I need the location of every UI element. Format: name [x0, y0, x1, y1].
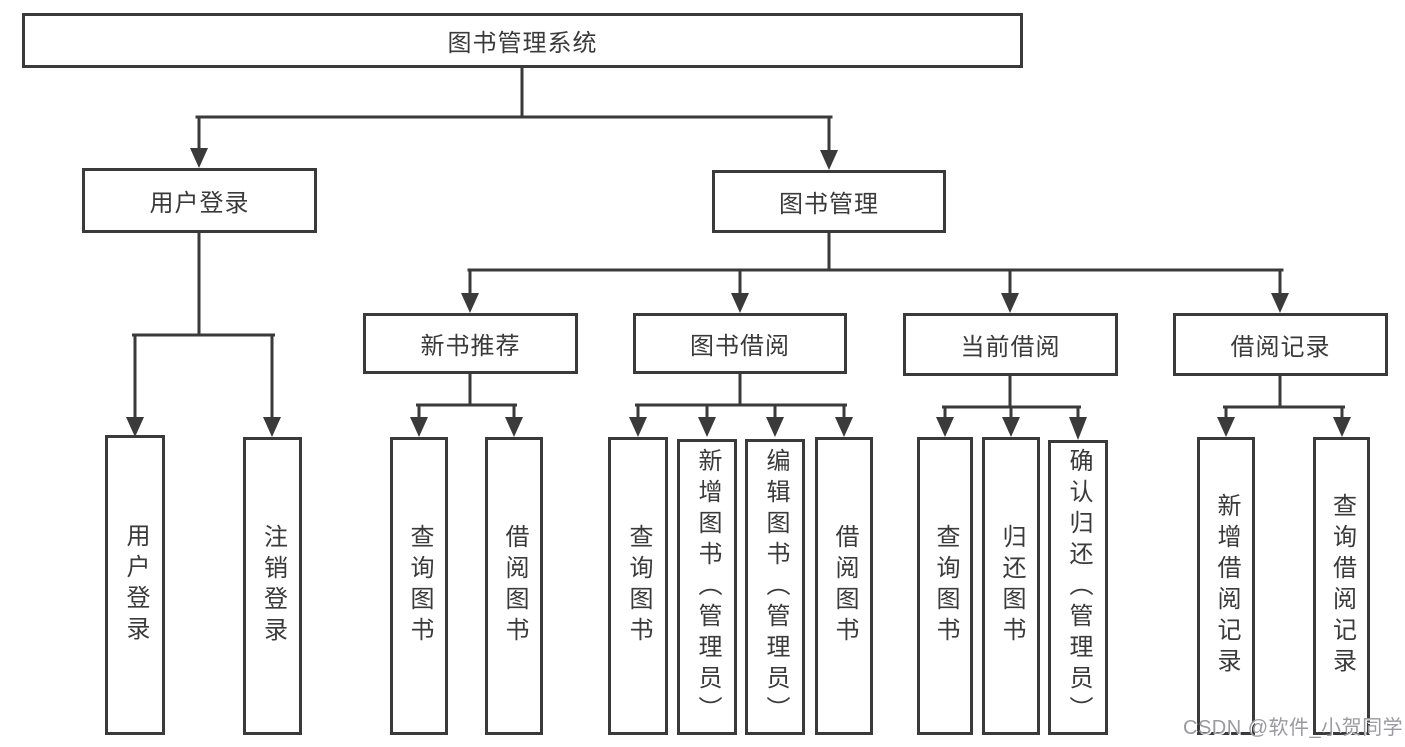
- edge-current-borrow-to-leaves: [936, 374, 1087, 440]
- leaf-current-return-books: 归还图书: [982, 437, 1040, 735]
- leaf-borrow-borrow-books: 借阅图书: [815, 437, 873, 735]
- leaf-rec-borrow-books: 借阅图书: [485, 437, 543, 735]
- node-borrow-records-label: 借阅记录: [1230, 334, 1331, 361]
- leaf-current-confirm-return-admin: 确认归还（管理员）: [1048, 440, 1108, 735]
- leaf-logout: 注销登录: [243, 437, 302, 735]
- leaf-rec-query-books: 查询图书: [390, 437, 448, 735]
- node-user-login-group-label: 用户登录: [149, 190, 250, 217]
- csdn-watermark: CSDN @软件_小贺同学: [1183, 717, 1404, 739]
- leaf-current-query-books: 查询图书: [917, 437, 973, 735]
- leaf-borrow-query-books: 查询图书: [608, 437, 668, 735]
- node-book-mgmt-group: 图书管理: [712, 170, 946, 233]
- node-root-label: 图书管理系统: [447, 30, 598, 57]
- leaf-borrow-borrow-books-label: 借阅图书: [831, 524, 858, 648]
- edge-user-login-to-leaves: [126, 231, 281, 437]
- leaf-logout-label: 注销登录: [259, 524, 287, 648]
- leaf-records-query-record-label: 查询借阅记录: [1328, 493, 1356, 679]
- node-new-book-rec: 新书推荐: [363, 313, 578, 374]
- node-current-borrow: 当前借阅: [903, 313, 1118, 376]
- leaf-rec-borrow-books-label: 借阅图书: [501, 524, 528, 648]
- node-book-mgmt-group-label: 图书管理: [779, 191, 879, 218]
- node-book-borrow-label: 图书借阅: [690, 333, 790, 360]
- leaf-current-query-books-label: 查询图书: [932, 524, 959, 648]
- leaf-current-confirm-return-admin-label: 确认归还（管理员）: [1065, 448, 1092, 727]
- edge-borrow-records-to-leaves: [1217, 374, 1351, 437]
- leaf-borrow-add-books-admin: 新增图书（管理员）: [677, 439, 737, 735]
- leaf-borrow-query-books-label: 查询图书: [625, 524, 652, 648]
- leaf-borrow-add-books-admin-label: 新增图书（管理员）: [694, 447, 721, 727]
- edge-book-borrow-to-leaves: [629, 372, 853, 437]
- leaf-borrow-edit-books-admin: 编辑图书（管理员）: [745, 439, 805, 735]
- leaf-borrow-edit-books-admin-label: 编辑图书（管理员）: [762, 447, 789, 727]
- node-root: 图书管理系统: [22, 13, 1023, 68]
- leaf-records-add-record-label: 新增借阅记录: [1213, 493, 1240, 679]
- node-borrow-records: 借阅记录: [1173, 313, 1388, 376]
- leaf-records-query-record: 查询借阅记录: [1313, 437, 1370, 735]
- leaf-current-return-books-label: 归还图书: [998, 524, 1025, 648]
- leaf-user-login-label: 用户登录: [122, 523, 149, 647]
- node-new-book-rec-label: 新书推荐: [420, 333, 521, 360]
- node-user-login-group: 用户登录: [82, 168, 317, 233]
- leaf-rec-query-books-label: 查询图书: [406, 524, 433, 648]
- node-book-borrow: 图书借阅: [633, 313, 847, 374]
- leaf-user-login: 用户登录: [105, 435, 165, 735]
- edge-book-mgmt-to-groups: [461, 231, 1289, 313]
- leaf-records-add-record: 新增借阅记录: [1197, 437, 1255, 735]
- node-current-borrow-label: 当前借阅: [960, 334, 1061, 361]
- edge-new-book-rec-to-leaves: [410, 372, 523, 437]
- edge-root-to-branches: [190, 66, 838, 170]
